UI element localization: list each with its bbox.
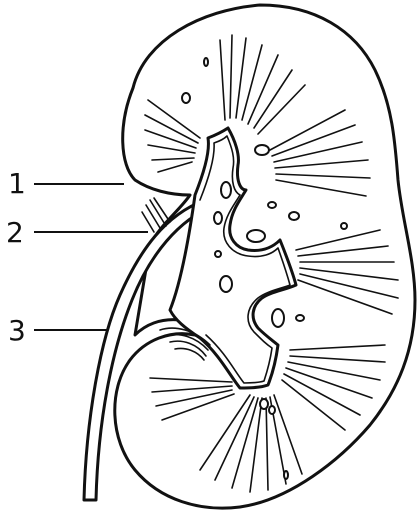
label-3: 3 (8, 314, 26, 347)
label-1: 1 (8, 167, 26, 200)
label-2: 2 (6, 216, 24, 249)
